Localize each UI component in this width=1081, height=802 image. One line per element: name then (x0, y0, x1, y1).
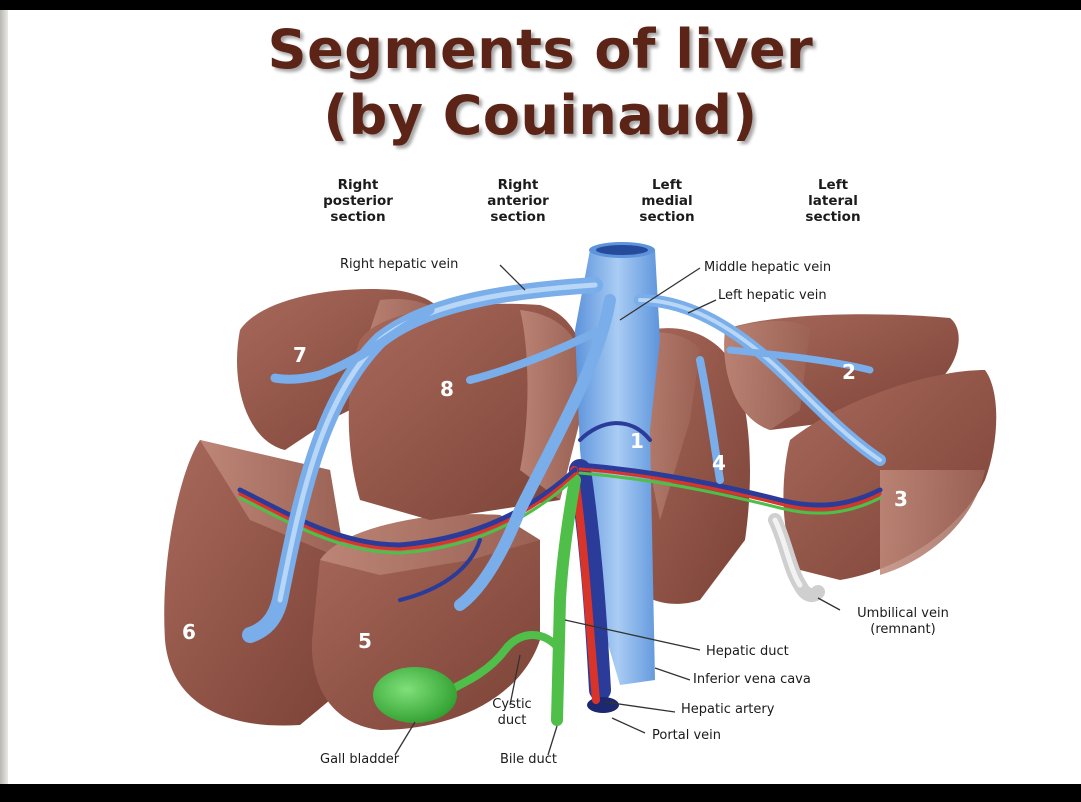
section-right-anterior: Right anterior section (463, 177, 573, 225)
label-left-hepatic-vein: Left hepatic vein (718, 288, 827, 304)
label-inferior-vena-cava: Inferior vena cava (693, 672, 811, 688)
segment-number-7: 7 (293, 343, 307, 367)
section-line: Left (778, 177, 888, 193)
section-line: posterior (303, 193, 413, 209)
section-right-posterior: Right posterior section (303, 177, 413, 225)
label-right-hepatic-vein: Right hepatic vein (340, 257, 458, 273)
section-line: Right (463, 177, 573, 193)
bile-duct (557, 480, 575, 720)
section-line: Left (612, 177, 722, 193)
section-line: Right (303, 177, 413, 193)
section-line: anterior (463, 193, 573, 209)
section-left-medial: Left medial section (612, 177, 722, 225)
label-line: (remnant) (844, 622, 962, 638)
gall-bladder-shape (373, 667, 457, 723)
bottom-black-bar (0, 784, 1081, 802)
label-middle-hepatic-vein: Middle hepatic vein (704, 260, 831, 276)
label-line: Cystic (484, 697, 540, 713)
section-line: section (778, 209, 888, 225)
label-hepatic-duct: Hepatic duct (706, 644, 789, 660)
section-left-lateral: Left lateral section (778, 177, 888, 225)
label-cystic-duct: Cystic duct (484, 697, 540, 729)
label-bile-duct: Bile duct (500, 752, 557, 768)
label-line: Umbilical vein (844, 606, 962, 622)
segment-number-5: 5 (358, 629, 372, 653)
section-line: lateral (778, 193, 888, 209)
label-umbilical-vein: Umbilical vein (remnant) (844, 606, 962, 638)
section-line: section (612, 209, 722, 225)
segment-number-8: 8 (440, 377, 454, 401)
label-line: duct (484, 713, 540, 729)
segment-number-1: 1 (630, 429, 644, 453)
label-portal-vein: Portal vein (652, 728, 721, 744)
section-line: section (303, 209, 413, 225)
section-line: medial (612, 193, 722, 209)
portal-vein-opening (587, 697, 619, 713)
section-line: section (463, 209, 573, 225)
segment-number-6: 6 (182, 620, 196, 644)
label-hepatic-artery: Hepatic artery (681, 702, 774, 718)
label-gall-bladder: Gall bladder (320, 752, 399, 768)
segment-number-4: 4 (712, 451, 726, 475)
segment-number-2: 2 (842, 360, 856, 384)
segment-number-3: 3 (894, 487, 908, 511)
